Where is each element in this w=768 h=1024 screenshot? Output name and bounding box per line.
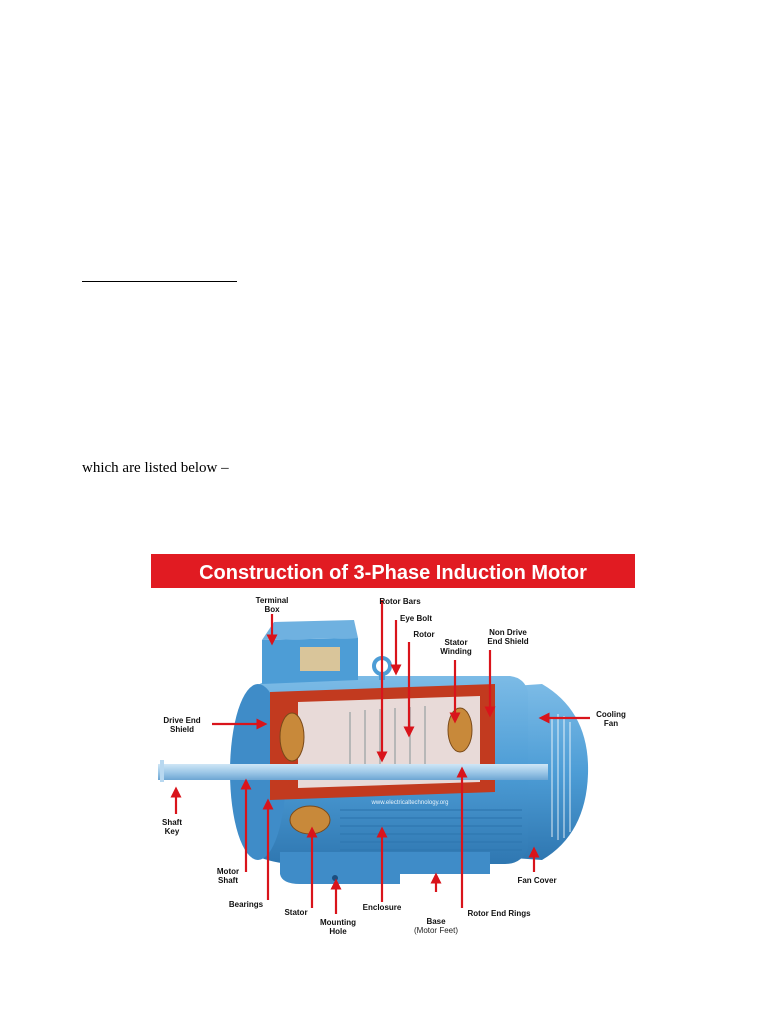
label-mounting-hole-1: Mounting — [320, 918, 356, 927]
label-stator: Stator — [284, 908, 307, 917]
label-eye-bolt: Eye Bolt — [400, 614, 432, 623]
stator-winding-right — [447, 707, 473, 753]
motor-shaft-shape — [158, 764, 548, 780]
horizontal-rule — [82, 281, 237, 282]
figure-title: Construction of 3-Phase Induction Motor — [199, 562, 587, 584]
label-terminal-box-2: Box — [264, 605, 280, 614]
label-motor-shaft-2: Shaft — [218, 876, 238, 885]
label-shaft-key-1: Shaft — [162, 818, 182, 827]
label-motor-shaft-1: Motor — [217, 867, 239, 876]
label-shaft-key-2: Key — [165, 827, 180, 836]
watermark: www.electricaltechnology.org — [371, 800, 449, 806]
label-cooling-fan-1: Cooling — [596, 710, 626, 719]
label-drive-end-shield-2: Shield — [170, 725, 194, 734]
label-stator-winding-2: Winding — [440, 647, 472, 656]
label-mounting-hole-2: Hole — [329, 927, 347, 936]
label-cooling-fan-2: Fan — [604, 719, 618, 728]
label-rotor: Rotor — [413, 630, 434, 639]
label-base-sub: (Motor Feet) — [414, 926, 458, 935]
label-non-drive-end-shield-1: Non Drive — [489, 628, 527, 637]
label-drive-end-shield-1: Drive End — [163, 716, 200, 725]
stator-winding-left — [279, 712, 305, 762]
motor-base — [280, 852, 490, 884]
label-non-drive-end-shield-2: End Shield — [487, 637, 528, 646]
title-banner — [151, 554, 635, 588]
label-stator-winding-1: Stator — [444, 638, 467, 647]
intro-text: which are listed below – — [82, 460, 229, 476]
label-terminal-box-1: Terminal — [256, 596, 289, 605]
fan-cover-grille — [551, 714, 571, 840]
label-fan-cover: Fan Cover — [517, 876, 556, 885]
label-arrows — [170, 600, 590, 914]
label-rotor-bars: Rotor Bars — [379, 597, 421, 606]
mounting-hole-shape — [332, 875, 338, 881]
label-bearings: Bearings — [229, 900, 264, 909]
motor-construction-figure: Construction of 3-Phase Induction Motor … — [150, 552, 640, 942]
label-base: Base — [426, 917, 446, 926]
terminal-block — [300, 647, 340, 671]
label-rotor-end-rings: Rotor End Rings — [467, 909, 531, 918]
cooling-fins — [340, 809, 522, 851]
stator-winding-lower — [289, 805, 331, 835]
label-enclosure: Enclosure — [363, 903, 402, 912]
terminal-box-lid — [262, 620, 358, 640]
motor-diagram: Construction of 3-Phase Induction Motor … — [151, 554, 635, 936]
